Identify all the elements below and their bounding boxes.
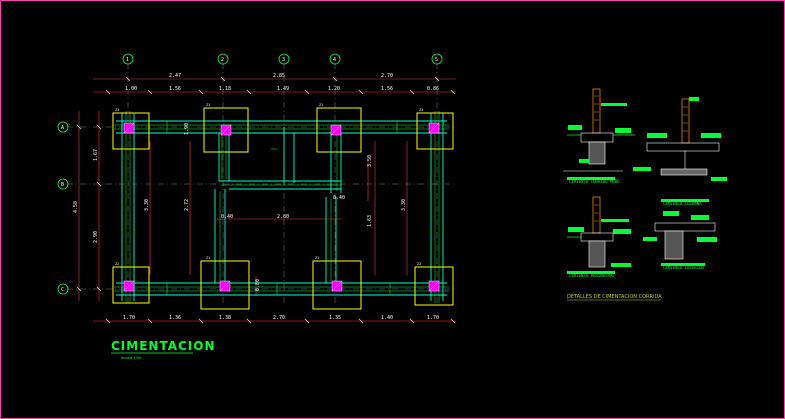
detail-1: CIMIENTO CORRIDO MURO bbox=[563, 88, 635, 184]
dim-left-outer: 4.58 bbox=[73, 201, 79, 213]
axis-label-a: A bbox=[61, 125, 64, 131]
footing-tag-1: Z3 bbox=[115, 108, 119, 112]
rebar-lines bbox=[114, 111, 449, 303]
dim-inner-8: 1.63 bbox=[367, 215, 373, 227]
column-hatch bbox=[123, 122, 440, 292]
dim-left-inner-1: 1.67 bbox=[93, 149, 99, 161]
footing-z1-c4 bbox=[312, 260, 362, 310]
dim-left-inner-2: 2.90 bbox=[93, 231, 99, 243]
footing-z1-a2 bbox=[203, 107, 249, 153]
detail-caption-1: CIMIENTO CORRIDO MURO bbox=[569, 179, 620, 184]
grid-axis-lines bbox=[67, 63, 456, 306]
dim-bottom-2: 1.36 bbox=[169, 315, 181, 321]
drawing-title: CIMENTACION bbox=[111, 339, 216, 353]
detail-2: CIMIENTO COLUMNA bbox=[633, 97, 727, 206]
dim-top-partial-3: 1.18 bbox=[219, 86, 231, 92]
footing-z1-c2 bbox=[200, 260, 250, 310]
dim-top-partial-5: 1.20 bbox=[328, 86, 340, 92]
detail-3: CIMIENTO PERIMETRAL bbox=[567, 196, 631, 278]
dim-inner-6: 2.80 bbox=[277, 214, 289, 220]
dimension-ticks bbox=[76, 76, 456, 324]
details-caption: DETALLES DE CIMENTACION CORRIDA bbox=[567, 294, 662, 300]
footing-z1-a4 bbox=[316, 107, 362, 153]
dim-bottom-4: 2.70 bbox=[273, 315, 285, 321]
axis-bubble-labels: 1 2 3 4 5 A B C bbox=[61, 57, 438, 293]
dim-inner-2: 2.72 bbox=[184, 199, 190, 211]
dimension-texts: 2.47 2.85 2.70 1.00 1.56 1.18 1.49 1.20 … bbox=[73, 73, 439, 321]
footing-tag-2: Z1 bbox=[206, 103, 210, 107]
footings bbox=[112, 107, 454, 310]
plan-title: CIMENTACION escala 1/50 bbox=[111, 339, 216, 360]
rebar-marks bbox=[121, 121, 444, 295]
dim-inner-5: 0.40 bbox=[221, 214, 233, 220]
dim-inner-7: 0.40 bbox=[333, 195, 345, 201]
dim-inner-9: 3.30 bbox=[401, 199, 407, 211]
dim-top-partial-7: 0.86 bbox=[427, 86, 439, 92]
dim-top-overall-1: 2.47 bbox=[169, 73, 181, 79]
dim-bottom-7: 1.70 bbox=[427, 315, 439, 321]
footing-z3-a5 bbox=[416, 112, 454, 150]
section-details: CIMIENTO CORRIDO MURO CIMIENTO COLUMNA bbox=[563, 88, 727, 301]
dim-inner-4: 3.50 bbox=[367, 155, 373, 167]
drawing-scale: escala 1/50 bbox=[121, 356, 141, 360]
dim-bottom-5: 1.35 bbox=[329, 315, 341, 321]
dim-top-overall-2: 2.85 bbox=[273, 73, 285, 79]
detail-caption-3: CIMIENTO PERIMETRAL bbox=[569, 273, 615, 278]
axis-label-4: 4 bbox=[333, 57, 336, 63]
axis-label-1: 1 bbox=[126, 57, 129, 63]
footing-tag-3: Z1 bbox=[319, 103, 323, 107]
dim-top-partial-1: 1.00 bbox=[125, 86, 137, 92]
detail-caption-2: CIMIENTO COLUMNA bbox=[663, 201, 702, 206]
detail-4: CIMIENTO INTERIOR bbox=[643, 211, 717, 270]
detail-caption-4: CIMIENTO INTERIOR bbox=[663, 265, 705, 270]
footing-tag-7: Z1 bbox=[315, 256, 319, 260]
axis-label-c: C bbox=[61, 287, 64, 293]
footing-z2-c5 bbox=[414, 266, 454, 306]
axis-bubbles-left bbox=[57, 121, 69, 295]
footing-tag-6: Z1 bbox=[206, 256, 210, 260]
footing-z3-a1 bbox=[112, 112, 150, 150]
axis-label-3: 3 bbox=[282, 57, 285, 63]
dim-top-partial-4: 1.49 bbox=[277, 86, 289, 92]
footing-tag-8: Z2 bbox=[417, 262, 421, 266]
dim-inner-3: 3.30 bbox=[144, 199, 150, 211]
dim-bottom-6: 1.40 bbox=[381, 315, 393, 321]
dimension-lines bbox=[78, 78, 456, 322]
dim-top-partial-2: 1.56 bbox=[169, 86, 181, 92]
dim-inner-1: 1.90 bbox=[184, 123, 190, 135]
dim-top-partial-6: 1.56 bbox=[381, 86, 393, 92]
dim-top-overall-3: 2.70 bbox=[381, 73, 393, 79]
axis-label-5: 5 bbox=[435, 57, 438, 63]
footing-tag-5: Z2 bbox=[115, 262, 119, 266]
footing-z2-c1 bbox=[112, 266, 150, 304]
footing-tags: Z3 Z1 Z1 Z3 Z2 Z1 Z1 Z2 bbox=[115, 103, 423, 266]
dim-bottom-3: 1.38 bbox=[219, 315, 231, 321]
dim-inner-10: 0.80 bbox=[255, 279, 261, 291]
axis-bubbles-top bbox=[122, 53, 443, 65]
dim-bottom-1: 1.70 bbox=[123, 315, 135, 321]
tie-beams bbox=[116, 113, 447, 301]
columns bbox=[123, 122, 440, 292]
footing-tag-4: Z3 bbox=[419, 108, 423, 112]
axis-label-2: 2 bbox=[221, 57, 224, 63]
axis-label-b: B bbox=[61, 182, 64, 188]
